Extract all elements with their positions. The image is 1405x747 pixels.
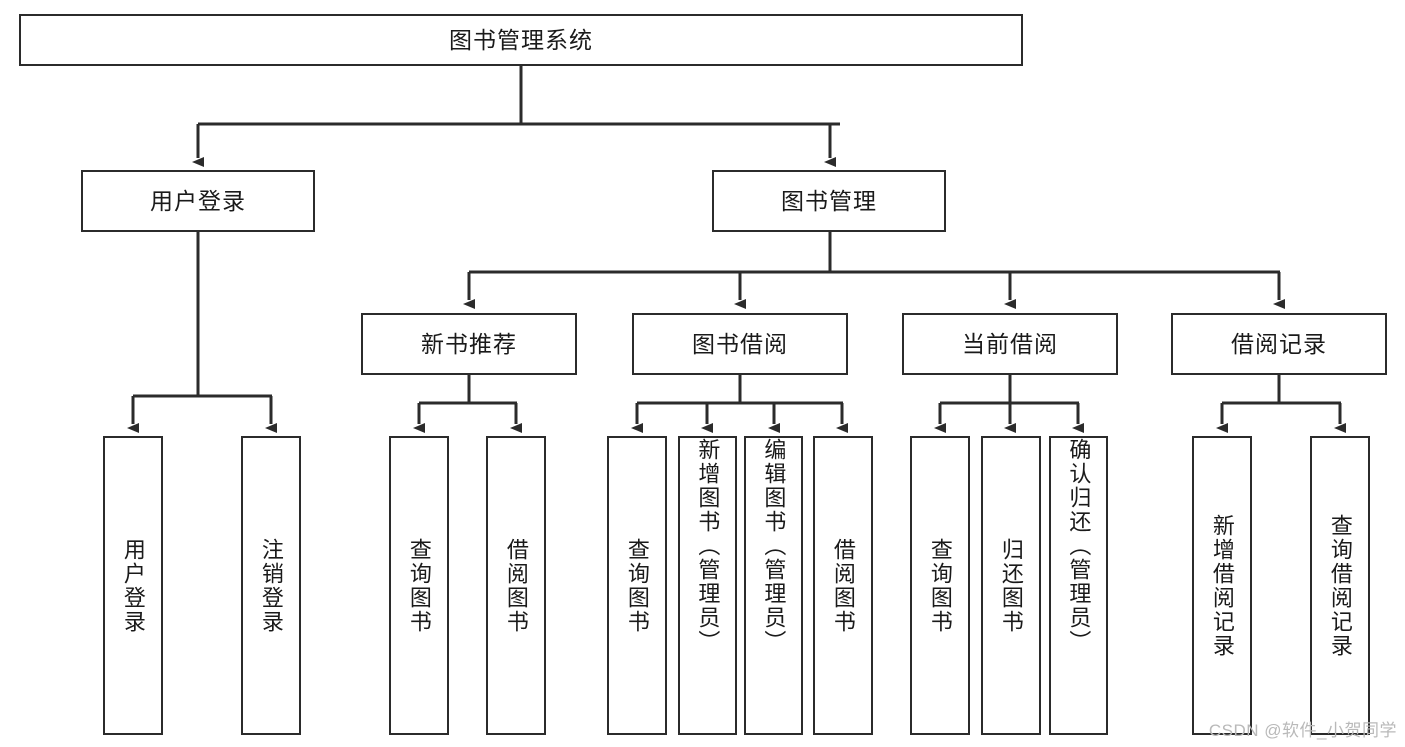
node-book-management[interactable]: 图书管理 <box>712 170 946 232</box>
leaf-label: 查询图书 <box>927 537 953 634</box>
leaf-record-add[interactable]: 新增借阅记录 <box>1192 436 1252 735</box>
leaf-label: 确认归还（管理员） <box>1066 438 1092 654</box>
node-user-login[interactable]: 用户登录 <box>81 170 315 232</box>
node-borrow-record-label: 借阅记录 <box>1231 330 1327 357</box>
leaf-current-query-book[interactable]: 查询图书 <box>910 436 970 735</box>
leaf-borrow-edit-book-admin[interactable]: 编辑图书（管理员） <box>744 436 803 735</box>
leaf-borrow-borrow-book[interactable]: 借阅图书 <box>813 436 873 735</box>
leaf-label: 新增图书（管理员） <box>695 438 721 654</box>
node-current-borrow-label: 当前借阅 <box>962 330 1058 357</box>
node-borrow-record[interactable]: 借阅记录 <box>1171 313 1387 375</box>
leaf-record-query[interactable]: 查询借阅记录 <box>1310 436 1370 735</box>
node-book-management-label: 图书管理 <box>781 187 877 214</box>
leaf-user-login-login[interactable]: 用户登录 <box>103 436 163 735</box>
node-new-book-recommend[interactable]: 新书推荐 <box>361 313 577 375</box>
leaf-label: 查询图书 <box>624 537 650 634</box>
leaf-label: 查询图书 <box>406 537 432 634</box>
node-current-borrow[interactable]: 当前借阅 <box>902 313 1118 375</box>
node-new-book-recommend-label: 新书推荐 <box>421 330 517 357</box>
leaf-user-login-logout[interactable]: 注销登录 <box>241 436 301 735</box>
leaf-borrow-add-book-admin[interactable]: 新增图书（管理员） <box>678 436 737 735</box>
leaf-label: 用户登录 <box>120 537 146 634</box>
leaf-label: 借阅图书 <box>503 537 529 634</box>
leaf-label: 查询借阅记录 <box>1327 513 1353 658</box>
leaf-label: 借阅图书 <box>830 537 856 634</box>
leaf-current-return-book[interactable]: 归还图书 <box>981 436 1041 735</box>
leaf-borrow-query-book[interactable]: 查询图书 <box>607 436 667 735</box>
node-user-login-label: 用户登录 <box>150 187 246 214</box>
leaf-label: 注销登录 <box>258 537 284 634</box>
leaf-new-book-query[interactable]: 查询图书 <box>389 436 449 735</box>
node-book-borrow-label: 图书借阅 <box>692 330 788 357</box>
node-root-label: 图书管理系统 <box>449 26 593 53</box>
csdn-watermark: CSDN @软件_小贺同学 <box>1208 721 1397 740</box>
leaf-label: 归还图书 <box>998 537 1024 634</box>
leaf-label: 编辑图书（管理员） <box>761 438 787 654</box>
leaf-current-confirm-return-admin[interactable]: 确认归还（管理员） <box>1049 436 1108 735</box>
leaf-label: 新增借阅记录 <box>1209 513 1235 658</box>
node-root[interactable]: 图书管理系统 <box>19 14 1023 66</box>
node-book-borrow[interactable]: 图书借阅 <box>632 313 848 375</box>
leaf-new-book-borrow[interactable]: 借阅图书 <box>486 436 546 735</box>
